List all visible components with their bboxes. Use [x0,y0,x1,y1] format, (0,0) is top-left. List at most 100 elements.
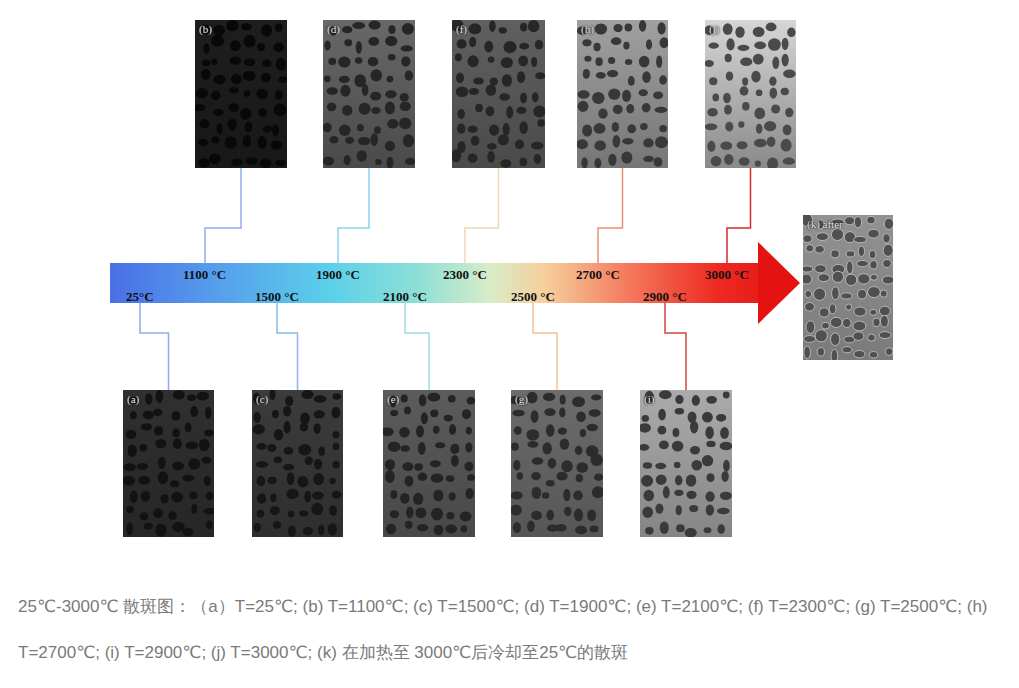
speckle-dot [486,106,495,116]
speckle-dot [640,123,648,130]
speckle-dot [421,412,428,424]
speckle-dot [473,78,484,85]
speckle-dot [273,521,281,529]
speckle-dot [723,391,730,398]
speckle-dot [854,350,865,357]
speckle-dot [284,447,294,455]
speckle-dot [126,506,134,513]
speckle-dot [548,458,557,468]
speckle-dot [659,390,672,399]
speckle-dot [275,160,286,167]
speckle-dot [593,43,600,52]
speckle-dot [388,54,396,60]
temperature-text: 2300 °C [443,267,487,282]
speckle-dot [656,474,667,484]
speckle-dot [659,441,669,450]
speckle-dot [405,521,413,529]
speckle-dot [655,463,666,470]
speckle-dot [690,421,698,434]
speckle-dot [858,289,867,299]
speckle-dot [195,104,206,111]
speckle-dot [312,492,324,500]
speckle-dot [344,39,352,46]
speckle-dot [331,407,340,419]
speckle-dot [185,423,192,433]
speckle-dot [534,154,542,164]
speckle-dot [371,107,381,114]
speckle-dot [468,125,478,132]
speckle-dot [858,274,870,284]
speckle-dot [770,88,778,99]
speckle-dot [592,486,603,498]
speckle-dot [580,429,586,437]
speckle-dot [256,89,268,99]
speckle-dot [622,138,633,144]
speckle-dot [528,20,540,32]
speckle-dot [328,523,337,535]
speckle-dot [623,42,629,50]
speckle-dot [489,20,496,32]
speckle-dot [658,409,666,421]
speckle-dot [626,104,634,113]
speckle-image: (h) [577,20,668,168]
speckle-dot [405,71,413,81]
speckle-dot [489,125,499,136]
speckle-dot [271,141,282,150]
speckle-dot [867,216,875,223]
speckle-dot [268,477,277,484]
speckle-dot [448,395,456,402]
speckle-dot [830,317,842,327]
speckle-dot [527,441,538,448]
speckle-dot [298,444,311,455]
speckle-dot [189,491,197,499]
speckle-dot [211,35,224,46]
speckle-dot [598,109,607,119]
speckle-dot [355,57,362,64]
speckle-dot [638,89,647,96]
speckle-dot [126,522,133,535]
speckle-dot [405,158,415,165]
speckle-dot [465,442,472,452]
speckle-dot [613,24,622,32]
speckle-dot [333,443,340,450]
speckle-dot [257,494,266,504]
speckle-dot [725,122,733,132]
speckle-dot [314,395,327,403]
speckle-dot [611,37,621,45]
speckle-dot [868,229,880,238]
image-ground [511,390,603,537]
speckle-dot [720,492,732,500]
speckle-dot [655,503,663,513]
speckle-dot [560,395,566,405]
image-ground [577,20,668,168]
speckle-dot [531,511,542,520]
speckle-image: (b) [195,20,287,168]
speckle-dot [873,318,880,326]
speckle-dot [640,423,651,432]
speckle-dot [831,349,838,360]
speckle-dot [785,108,793,118]
speckle-dot [401,56,410,66]
speckle-dot [228,119,237,131]
speckle-pattern [640,390,732,537]
speckle-dot [527,521,535,532]
speckle-dot [754,108,765,120]
speckle-dot [815,330,827,342]
speckle-dot [815,265,827,273]
speckle-dot [742,102,749,111]
speckle-dot [183,528,194,537]
speckle-dot [576,462,588,473]
speckle-dot [299,510,308,516]
speckle-dot [879,332,891,339]
speckle-dot [261,73,271,83]
speckle-dot [258,136,267,149]
speckle-dot [468,23,481,34]
speckle-dot [782,54,789,67]
speckle-dot [297,476,308,488]
leader-line [598,168,623,264]
speckle-dot [858,246,864,256]
speckle-dot [691,460,702,470]
speckle-dot [499,93,510,100]
leader-line [465,168,499,264]
speckle-dot [705,426,714,439]
